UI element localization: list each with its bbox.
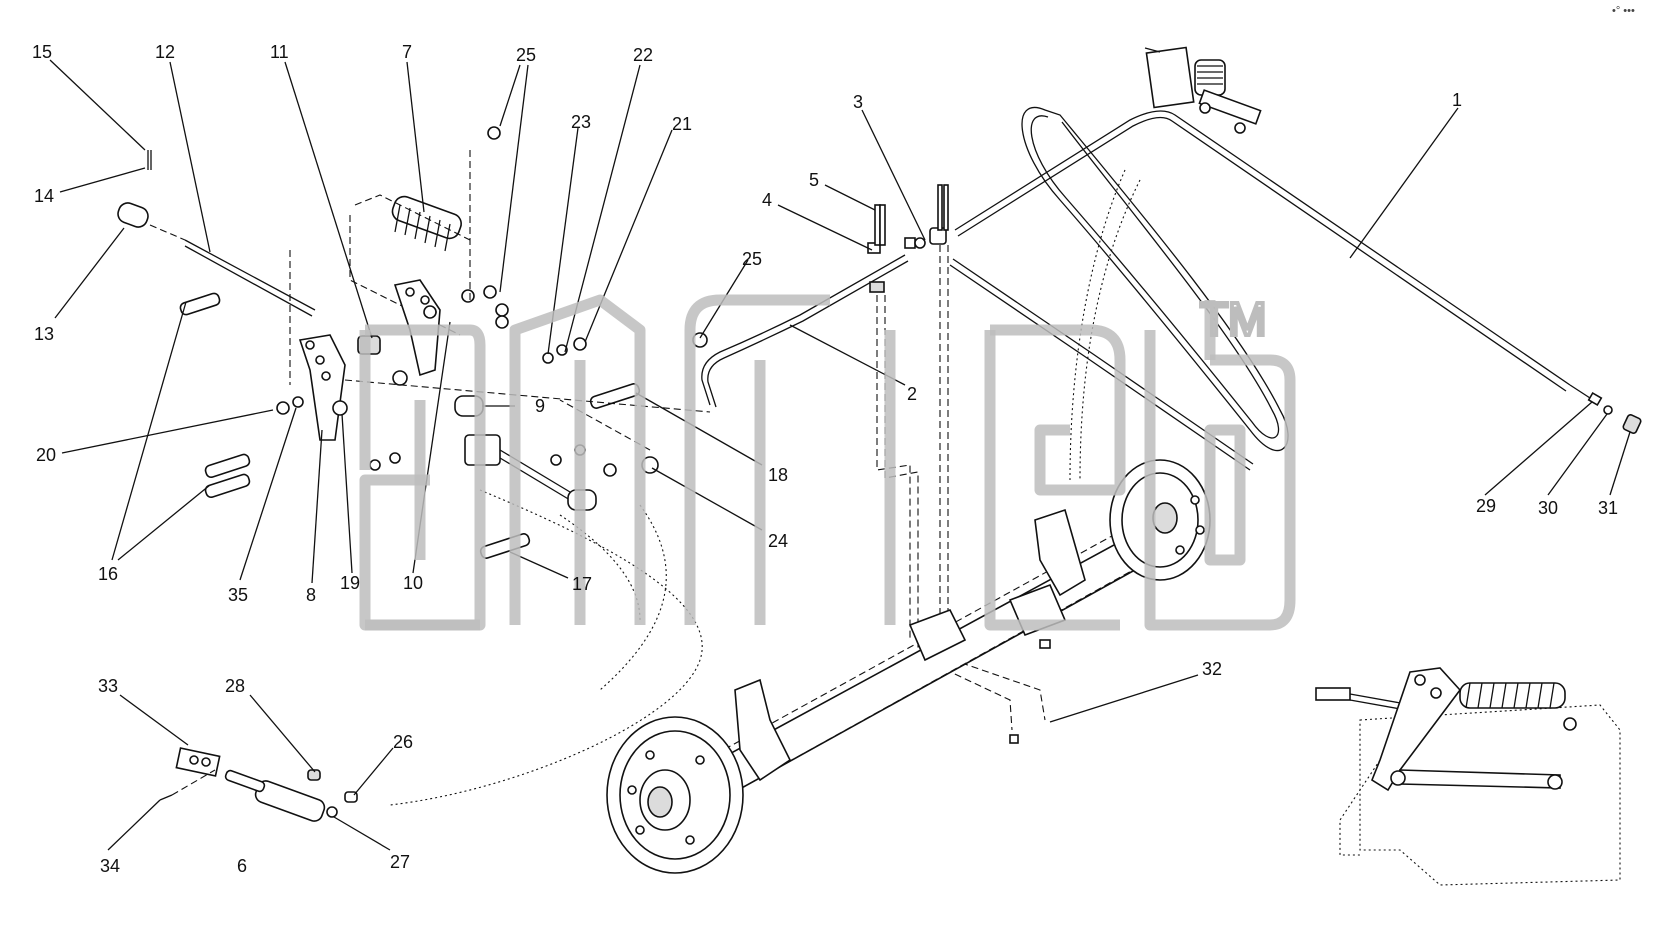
- callout-2: 2: [907, 384, 917, 404]
- leader-25a-2: [499, 64, 529, 293]
- leader-29: [1484, 401, 1593, 496]
- cable-1: [954, 107, 1642, 452]
- leader-27: [333, 816, 391, 851]
- leader-16b: [117, 484, 211, 561]
- callout-14: 14: [34, 186, 54, 206]
- leader-15: [49, 59, 146, 151]
- corner-mark: •° •••: [1612, 5, 1635, 17]
- callout-21: 21: [672, 114, 692, 134]
- callout-12: 12: [155, 42, 175, 62]
- leader-21: [584, 129, 673, 343]
- leader-25a-1: [499, 64, 521, 127]
- drawing-lines: [117, 46, 1642, 886]
- leader-14: [59, 167, 146, 193]
- leader-16a: [111, 301, 187, 561]
- leader-19: [341, 413, 353, 574]
- callout-31: 31: [1598, 498, 1618, 518]
- leader-3: [861, 109, 926, 241]
- callout-17: 17: [572, 574, 592, 594]
- leader-8: [311, 429, 323, 584]
- callout-16: 16: [98, 564, 118, 584]
- callout-32: 32: [1202, 659, 1222, 679]
- callout-15: 15: [32, 42, 52, 62]
- callout-3: 3: [853, 92, 863, 112]
- leader-30: [1547, 413, 1608, 496]
- leader-26: [353, 747, 394, 796]
- callout-19: 19: [340, 573, 360, 593]
- callout-25a: 25: [516, 45, 536, 65]
- callout-33: 33: [98, 676, 118, 696]
- pedal-bracket-top: [1144, 46, 1262, 134]
- callout-24: 24: [768, 531, 788, 551]
- leader-4: [777, 204, 873, 251]
- callout-29: 29: [1476, 496, 1496, 516]
- callout-5: 5: [809, 170, 819, 190]
- callout-9: 9: [535, 396, 545, 416]
- callout-20: 20: [36, 445, 56, 465]
- callout-1: 1: [1452, 90, 1462, 110]
- callout-25b: 25: [742, 249, 762, 269]
- rod-2: [701, 254, 1254, 471]
- callout-4: 4: [762, 190, 772, 210]
- callout-6: 6: [237, 856, 247, 876]
- callout-28: 28: [225, 676, 245, 696]
- fittings-3-4-5: [867, 184, 949, 293]
- leader-24: [651, 467, 763, 531]
- axle-assembly: [606, 459, 1211, 874]
- callout-7: 7: [402, 42, 412, 62]
- lower-left-parts: [159, 747, 358, 822]
- watermark: TM: [359, 291, 1296, 631]
- callout-13: 13: [34, 324, 54, 344]
- leader-34: [107, 799, 161, 851]
- leader-33: [119, 694, 189, 746]
- dashed-guides: [876, 169, 1141, 731]
- callout-18: 18: [768, 465, 788, 485]
- callout-labels: 1 2 3 4 5 6 7 8 9 10 11 12 13 14 15 16 1…: [32, 42, 1618, 876]
- leader-12: [169, 61, 211, 253]
- leader-7: [406, 61, 425, 213]
- leader-20: [61, 409, 274, 454]
- leader-28: [249, 694, 316, 773]
- callout-8: 8: [306, 585, 316, 605]
- callout-23: 23: [571, 112, 591, 132]
- callout-34: 34: [100, 856, 120, 876]
- callout-27: 27: [390, 852, 410, 872]
- leader-11: [284, 61, 373, 339]
- leader-31: [1609, 431, 1631, 496]
- callout-30: 30: [1538, 498, 1558, 518]
- leader-13: [54, 227, 125, 319]
- callout-10: 10: [403, 573, 423, 593]
- leader-5: [824, 184, 876, 211]
- leader-35: [239, 407, 297, 581]
- callout-26: 26: [393, 732, 413, 752]
- leader-32: [1049, 674, 1199, 723]
- leader-1: [1349, 107, 1459, 259]
- inset-pedal-assembly: [1315, 667, 1621, 886]
- callout-35: 35: [228, 585, 248, 605]
- leader-18: [635, 392, 763, 466]
- watermark-tm: TM: [1200, 293, 1266, 345]
- callout-11: 11: [270, 42, 289, 62]
- callout-22: 22: [633, 45, 653, 65]
